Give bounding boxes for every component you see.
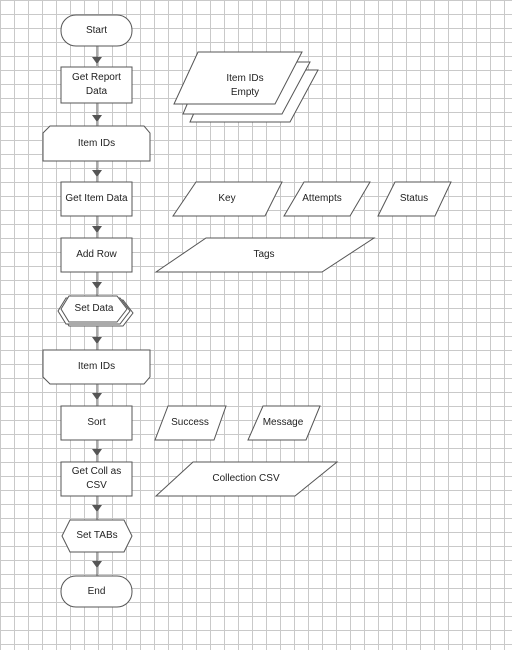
- sort-process[interactable]: [60, 405, 133, 441]
- key-label: Key: [218, 193, 236, 204]
- success-data-item[interactable]: [154, 405, 227, 441]
- item-ids-loop-end-label: Item IDs: [77, 361, 116, 372]
- status-label: Status: [399, 193, 429, 204]
- collection-csv-label: Collection CSV: [212, 473, 280, 484]
- add-row-label: Add Row: [76, 249, 117, 260]
- item-ids-empty-collection[interactable]: [173, 51, 303, 105]
- attempts-label: Attempts: [302, 193, 342, 204]
- get-item-data-process[interactable]: [60, 181, 133, 217]
- set-data-label: Set Data: [74, 303, 114, 314]
- status-data-item[interactable]: [377, 181, 452, 217]
- item-ids-loop-end[interactable]: [42, 349, 151, 385]
- set-data-multi-calc[interactable]: [60, 295, 128, 323]
- collection-csv-data-item[interactable]: [154, 461, 339, 497]
- start-label: Start: [85, 24, 108, 36]
- get-coll-csv-label: Get Coll as CSV: [71, 466, 122, 491]
- item-ids-loop-start-label: Item IDs: [77, 137, 116, 149]
- start-terminator[interactable]: [60, 14, 133, 47]
- sort-label: Sort: [87, 417, 106, 428]
- tags-data-item[interactable]: [154, 237, 376, 273]
- set-tabs-calc[interactable]: [61, 519, 133, 553]
- tags-label: Tags: [253, 249, 275, 260]
- get-item-data-label: Get Item Data: [65, 193, 128, 204]
- connector-arrowheads: [92, 57, 102, 568]
- get-report-data-label: Get Report Data: [72, 72, 121, 97]
- add-row-process[interactable]: [60, 237, 133, 273]
- end-label: End: [87, 585, 106, 597]
- end-terminator[interactable]: [60, 575, 133, 608]
- key-data-item[interactable]: [172, 181, 283, 217]
- get-coll-csv-process[interactable]: [60, 461, 133, 497]
- item-ids-loop-start[interactable]: [42, 125, 151, 162]
- message-label: Message: [262, 417, 304, 428]
- success-label: Success: [171, 417, 209, 428]
- get-report-data-process[interactable]: [60, 66, 133, 104]
- item-ids-empty-label: Item IDs Empty: [226, 73, 264, 98]
- attempts-data-item[interactable]: [283, 181, 371, 217]
- set-tabs-label: Set TABs: [76, 530, 118, 541]
- message-data-item[interactable]: [247, 405, 321, 441]
